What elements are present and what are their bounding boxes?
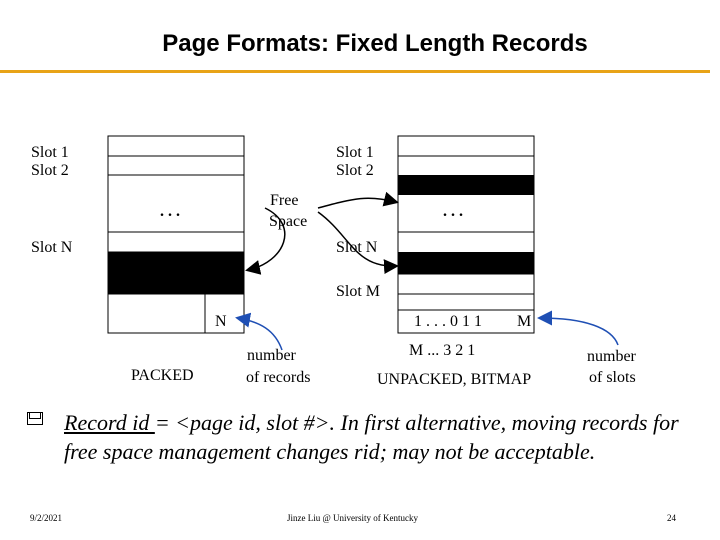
packed-page-outline: [107, 135, 245, 334]
unpacked-bitmap: 1 . . . 0 1 1: [414, 313, 482, 330]
unpacked-slotN-block: [398, 252, 534, 274]
number-of-slots-arrow: [537, 310, 619, 346]
envelope-bullet-icon: [27, 412, 43, 425]
free-space-label-line1: Free: [270, 192, 299, 209]
unpacked-slot2-block: [398, 175, 534, 195]
footer-author: Jinze Liu @ University of Kentucky: [287, 513, 419, 523]
unpacked-bitmap-cell: [397, 309, 535, 334]
footer-date: 9/2/2021: [30, 513, 63, 523]
number-of-slots-label-line1: number: [587, 348, 636, 365]
diagram-canvas: [107, 135, 619, 351]
packed-count-label: N: [215, 313, 227, 330]
page-title: Page Formats: Fixed Length Records: [162, 30, 588, 57]
unpacked-caption: UNPACKED, BITMAP: [377, 371, 532, 388]
packed-caption: PACKED: [131, 367, 194, 384]
unpacked-slot2-label: Slot 2: [336, 162, 374, 179]
record-id-link[interactable]: Record id: [64, 410, 155, 435]
unpacked-slot-indices: M ... 3 2 1: [409, 342, 476, 359]
free-space-arrow-unpacked-lower: [317, 211, 399, 275]
number-of-records-label-line1: number: [247, 347, 296, 364]
body-rest: = <page id, slot #>. In first alternativ…: [64, 410, 679, 464]
unpacked-m-label: M: [517, 313, 532, 330]
packed-slot2-label: Slot 2: [31, 162, 69, 179]
number-of-slots-label-line2: of slots: [589, 369, 636, 386]
footer-page-number: 24: [667, 513, 676, 523]
number-of-records-label-line2: of records: [246, 369, 311, 386]
packed-slotN-label: Slot N: [31, 239, 73, 256]
packed-dots: . . .: [160, 203, 180, 220]
free-space-arrow-packed: [245, 207, 286, 275]
unpacked-dots: . . .: [443, 203, 463, 220]
packed-slot1-label: Slot 1: [31, 144, 69, 161]
free-space-arrow-unpacked: [317, 191, 399, 209]
unpacked-slot1-label: Slot 1: [336, 144, 374, 161]
title-underline: [0, 70, 710, 73]
unpacked-slotN-label: Slot N: [336, 239, 378, 256]
body-paragraph: Record id = <page id, slot #>. In first …: [64, 408, 684, 466]
unpacked-slotM-label: Slot M: [336, 283, 381, 300]
packed-free-space-block: [108, 252, 244, 294]
number-of-records-arrow: [235, 312, 283, 351]
unpacked-page-outline: [397, 135, 535, 334]
free-space-label-line2: Space: [269, 213, 308, 230]
